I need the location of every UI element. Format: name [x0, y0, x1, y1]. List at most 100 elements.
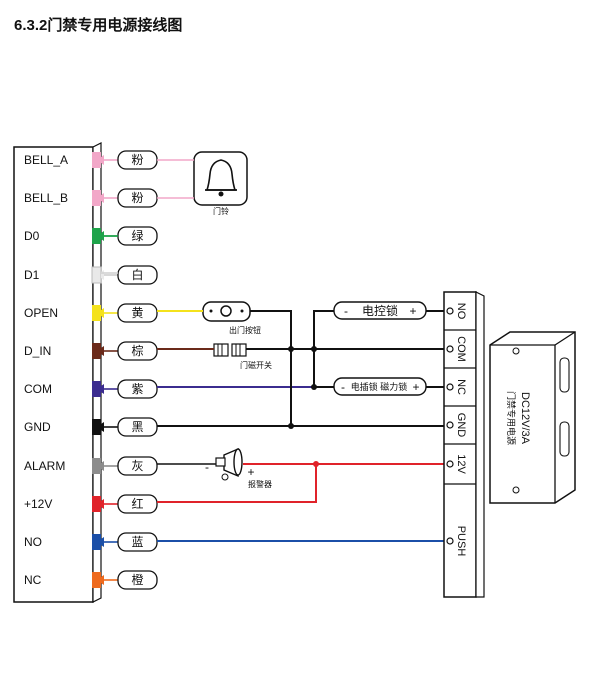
terminal-label: GND: [24, 420, 51, 434]
power-term-nc: NC: [455, 379, 467, 395]
terminal-connector: [92, 343, 101, 359]
power-supply-name: 门禁专用电源: [506, 391, 517, 445]
wire-color-name: 蓝: [131, 535, 143, 549]
exit-button-label: 出门按钮: [229, 325, 261, 335]
terminal-connector: [92, 381, 101, 397]
wire-color-name: 黑: [131, 420, 143, 434]
power-term-12v: 12V: [455, 454, 467, 474]
power-term-no: NO: [455, 303, 467, 320]
door-sensor-label: 门磁开关: [240, 360, 272, 370]
alarm-minus: -: [205, 460, 209, 474]
junction-com-2: [311, 384, 317, 390]
junction-12v: [313, 461, 319, 467]
wire-color-pill: [117, 341, 158, 361]
terminal-connector: [92, 572, 101, 588]
bell-device: 门铃: [193, 151, 248, 216]
wire-color-name: 灰: [131, 459, 143, 473]
terminal-label: +12V: [24, 497, 52, 511]
wire-color-name: 棕: [131, 343, 143, 358]
lock-no-name: 电控锁: [362, 303, 398, 318]
wire-color-name: 红: [131, 496, 143, 511]
power-term-com: COM: [455, 336, 467, 362]
terminal-row: COM 紫: [24, 379, 158, 399]
connector-tip: [101, 537, 104, 547]
terminal-connector: [92, 228, 101, 244]
lock-nc-plus: +: [412, 380, 419, 394]
terminal-connector: [92, 458, 101, 474]
lock-no-minus: -: [344, 304, 348, 318]
wire-color-pill: [117, 379, 158, 399]
junction-gnd: [288, 423, 294, 429]
connector-tip: [101, 155, 104, 165]
wire-color-pill: [117, 303, 158, 323]
wire-color-name: 紫: [131, 382, 143, 396]
power-supply-box: DC12V/3A 门禁专用电源: [489, 331, 576, 504]
terminal-screw: [446, 345, 454, 353]
terminal-label: BELL_A: [24, 153, 68, 167]
lock-no: - 电控锁 +: [333, 301, 427, 320]
terminal-row: OPEN 黄: [24, 303, 158, 323]
terminal-label: NO: [24, 535, 42, 549]
connector-tip: [101, 422, 104, 432]
terminal-label: BELL_B: [24, 191, 68, 205]
wire-color-name: 白: [131, 267, 143, 282]
lock-nc-name: 电插锁 磁力锁: [351, 381, 408, 392]
terminal-connector: [92, 419, 101, 435]
exit-button-device: 出门按钮: [202, 301, 261, 335]
power-supply-rating: DC12V/3A: [519, 392, 531, 445]
connector-tip: [101, 308, 104, 318]
wire-color-name: 粉: [131, 191, 143, 205]
black-wires: [157, 310, 450, 427]
connector-tip: [101, 575, 104, 585]
junction-din: [288, 346, 294, 352]
controller-side: [92, 142, 102, 603]
terminal-label: OPEN: [24, 306, 58, 320]
connector-tip: [101, 461, 104, 471]
terminal-row: ALARM 灰: [24, 456, 158, 476]
power-term-push: PUSH: [455, 526, 467, 557]
wire-color-pill: [117, 494, 158, 514]
alarm-device: - + 报警器: [205, 447, 272, 489]
terminal-connector: [92, 305, 101, 321]
wire-color-pill: [117, 570, 158, 590]
terminal-label: D_IN: [24, 344, 51, 358]
terminal-connector: [92, 496, 101, 512]
lock-nc: - 电插锁 磁力锁 +: [333, 377, 427, 396]
wire-color-pill: [117, 265, 158, 285]
terminal-screw: [446, 383, 454, 391]
power-12v-wire: [157, 463, 450, 503]
wire-color-pill: [117, 456, 158, 476]
bell-label: 门铃: [213, 206, 229, 216]
terminal-connector: [91, 266, 102, 284]
terminal-connector: [92, 152, 101, 168]
terminal-connector: [92, 190, 101, 206]
connector-tip: [101, 384, 104, 394]
page-title: 6.3.2门禁专用电源接线图: [14, 17, 183, 34]
lock-nc-minus: -: [341, 380, 345, 394]
terminal-row: D_IN 棕: [24, 341, 158, 361]
terminal-label: ALARM: [24, 459, 65, 473]
terminal-screw: [446, 307, 454, 315]
terminal-connector: [92, 534, 101, 550]
power-term-gnd: GND: [455, 413, 467, 438]
terminal-row: BELL_B 粉: [24, 188, 158, 208]
terminal-screw: [446, 460, 454, 468]
wire-color-name: 绿: [131, 228, 143, 243]
wire-color-name: 黄: [131, 306, 143, 320]
connector-tip: [101, 499, 104, 509]
alarm-plus: +: [247, 465, 254, 479]
door-sensor-device: 门磁开关: [213, 343, 272, 370]
power-terminal-block: NO COM NC GND 12V PUSH: [443, 291, 485, 598]
terminal-screw: [446, 421, 454, 429]
terminal-label: D0: [24, 229, 40, 243]
junction-com-1: [311, 346, 317, 352]
controller-block: [13, 146, 94, 603]
lock-no-plus: +: [409, 304, 416, 318]
alarm-label: 报警器: [248, 479, 272, 489]
terminal-label: COM: [24, 382, 52, 396]
terminal-row: +12V 红: [24, 494, 158, 514]
